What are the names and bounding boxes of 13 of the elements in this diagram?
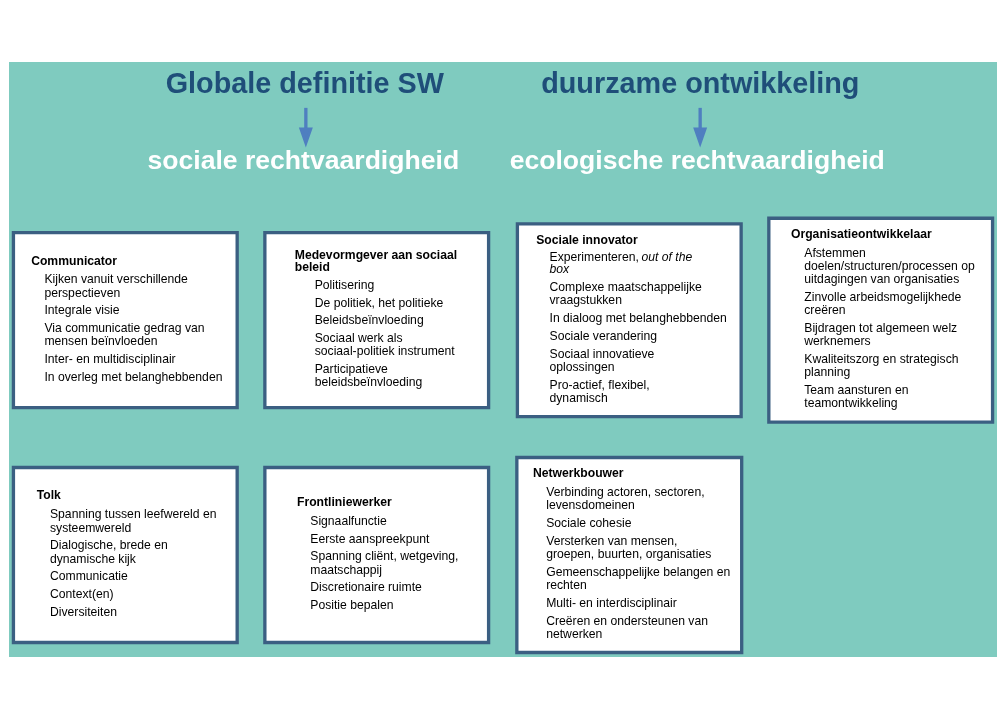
node-box: Frontliniewerker Signaalfunctie Eerste aanspreekpunt Spanning cliënt, wetgeving, maatschappij Discretionaire ruimte Positie bepalen bbox=[262, 465, 490, 645]
node-text: sociale rechtvaardigheid bbox=[146, 144, 459, 175]
arrow bbox=[692, 107, 707, 148]
arrow bbox=[298, 107, 313, 148]
node-text: Globale definitie SW bbox=[165, 66, 444, 99]
node-box: Sociale innovator Experimenteren, out of the box Complexe maatschappelijke vraagstukken In dialoog met belanghebbenden Sociale verandering Sociaal innovatieve oplossingen Pro-actief, flexibel, dynamisch bbox=[515, 222, 743, 419]
node-box: Medevormgever aan sociaal beleid Politisering De politiek, het politieke Beleidsbeïnvloeding Sociaal werk als sociaal-politiek instrument Participatieve beleidsbeïnvloeding bbox=[262, 231, 490, 410]
node-box: Tolk Spanning tussen leefwereld en systeemwereld Dialogische, brede en dynamische kijk Communicatie Context(en) Diversiteiten bbox=[11, 465, 239, 645]
node-text: ecologische rechtvaardigheid bbox=[509, 144, 885, 175]
node-box: Netwerkbouwer Verbinding actoren, sectoren, levensdomeinen Sociale cohesie Versterken van mensen, groepen, buurten, organisaties Gemeenschappelijke belangen en rechten Multi- en interdisciplinair Creëren en ondersteunen van netwerken bbox=[514, 455, 743, 655]
node-box: Communicator Kijken vanuit verschillende perspectieven Integrale visie Via communicatie gedrag van mensen beïnvloeden Inter- en multidisciplinair In overleg met belanghebbenden bbox=[11, 231, 239, 410]
node-text: duurzame ontwikkeling bbox=[540, 66, 859, 99]
node-box: Organisatieontwikkelaar Afstemmen doelen/structuren/processen op uitdagingen van organisaties Zinvolle arbeidsmogelijkhede creëren Bijdragen tot algemeen welz werknemers Kwaliteitszorg en strategisch planning Team aansturen en teamontwikkeling bbox=[766, 216, 994, 424]
